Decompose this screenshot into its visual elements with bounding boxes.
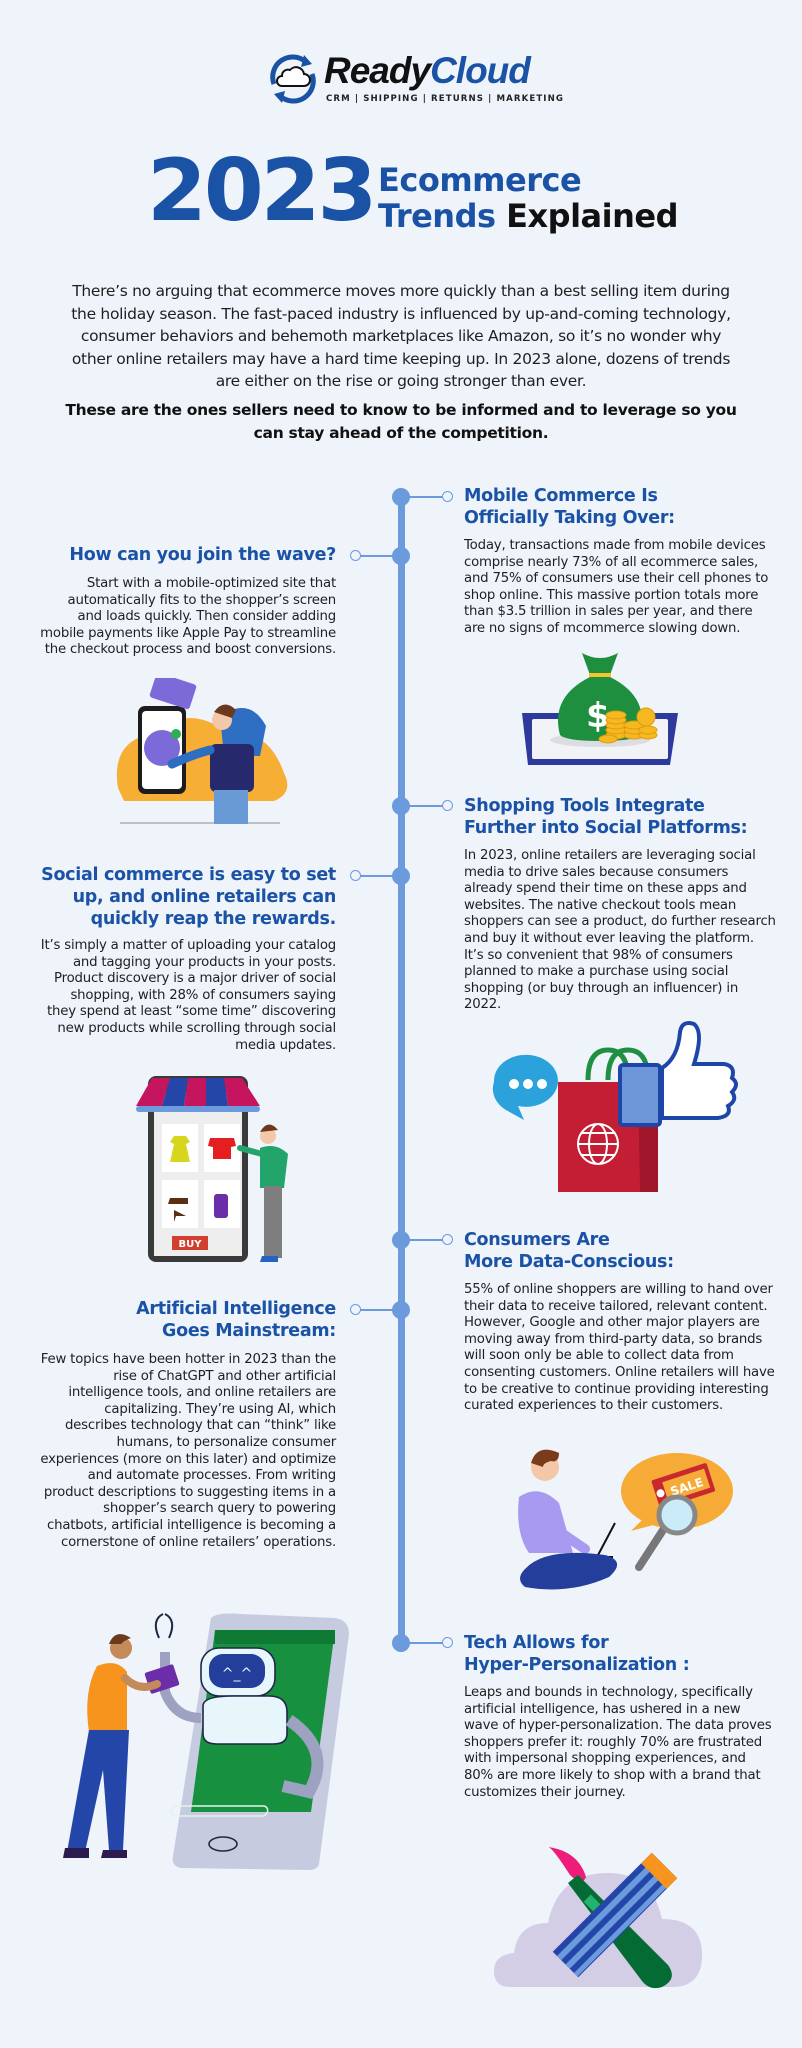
heading-line: Mobile Commerce Is [464, 486, 658, 506]
title-explained: Explained [506, 197, 678, 235]
brand-name-cloud: Cloud [430, 50, 531, 91]
pencil-brush-cloud-icon [494, 1847, 702, 1989]
timeline-node [392, 1231, 410, 1249]
heading-line: Shopping Tools Integrate [464, 796, 705, 816]
tip-heading-social-commerce: Social commerce is easy to set up, and o… [41, 865, 336, 929]
readycloud-logo: ReadyCloud CRM | SHIPPING | RETURNS | MA… [266, 50, 563, 110]
trend-heading-mobile: Mobile Commerce Is Officially Taking Ove… [464, 485, 776, 529]
tip-body-ai: Few topics have been hotter in 2023 than… [40, 1352, 336, 1550]
heading-line: Goes Mainstream: [162, 1321, 336, 1341]
brand-name-ready: Ready [324, 50, 431, 91]
timeline-marker [442, 1234, 453, 1245]
heading-line: More Data-Conscious: [464, 1252, 674, 1272]
timeline-node [392, 488, 410, 506]
timeline-marker [442, 1637, 453, 1648]
timeline-connector [358, 1309, 394, 1311]
svg-text:$: $ [586, 696, 610, 736]
trend-body-mobile: Today, transactions made from mobile dev… [464, 538, 769, 636]
title-trends: Trends [378, 197, 496, 235]
phone-storefront-icon: BUY [136, 1076, 288, 1262]
heading-line: Hyper-Personalization : [464, 1655, 690, 1675]
timeline-marker [350, 550, 361, 561]
brand-tagline: CRM | SHIPPING | RETURNS | MARKETING [326, 94, 565, 104]
trend-body-social: In 2023, online retailers are leveraging… [464, 848, 776, 1013]
timeline-connector [408, 496, 446, 498]
timeline-node [392, 547, 410, 565]
trend-heading-data: Consumers Are More Data-Conscious: [464, 1229, 776, 1273]
timeline-marker [350, 1304, 361, 1315]
tip-body-join-wave: Start with a mobile-optimized site that … [40, 576, 336, 658]
brand-name: ReadyCloud [324, 50, 531, 92]
title-line1: Ecommerce [378, 161, 582, 199]
heading-line: Artificial Intelligence [136, 1299, 336, 1319]
mobile-payment-person-icon [116, 678, 288, 824]
tip-heading-ai: Artificial Intelligence Goes Mainstream: [40, 1298, 336, 1342]
timeline-connector [358, 555, 394, 557]
timeline-connector [408, 1239, 446, 1241]
timeline-node [392, 797, 410, 815]
buy-button-label: BUY [179, 1239, 203, 1250]
timeline-node [392, 1634, 410, 1652]
trend-heading-personalization: Tech Allows for Hyper-Personalization : [464, 1632, 776, 1676]
robot-chatbot-phone-icon: ^_^ [63, 1613, 349, 1870]
money-bag-on-tablet-icon: $ [522, 653, 678, 765]
heading-line: Consumers Are [464, 1230, 610, 1250]
timeline-connector [408, 1642, 446, 1644]
timeline-connector [358, 875, 394, 877]
heading-line: Further into Social Platforms: [464, 818, 748, 838]
timeline-node [392, 1301, 410, 1319]
trend-body-personalization: Leaps and bounds in technology, specific… [464, 1685, 772, 1800]
timeline-marker [442, 800, 453, 811]
title-text: Ecommerce Trends Explained [378, 162, 678, 234]
intro-emphasis: These are the ones sellers need to know … [65, 401, 737, 442]
intro-paragraph: There’s no arguing that ecommerce moves … [71, 282, 731, 390]
timeline-connector [408, 805, 446, 807]
title-line2: Trends Explained [378, 198, 678, 234]
tip-heading-join-wave: How can you join the wave? [69, 545, 336, 565]
title-year: 2023 [147, 141, 377, 241]
svg-text:^_^: ^_^ [222, 1666, 252, 1682]
timeline-line [398, 496, 405, 1644]
trend-body-data: 55% of online shoppers are willing to ha… [464, 1282, 775, 1414]
timeline-marker [350, 870, 361, 881]
timeline-marker [442, 491, 453, 502]
social-shopping-bag-thumbs-up-icon [492, 1021, 738, 1192]
person-laptop-sale-search-icon: SALE [518, 1449, 733, 1590]
trend-heading-social: Shopping Tools Integrate Further into So… [464, 795, 776, 839]
heading-line: Tech Allows for [464, 1633, 609, 1653]
timeline-node [392, 867, 410, 885]
heading-line: Officially Taking Over: [464, 508, 675, 528]
cloud-sync-icon [270, 54, 316, 104]
tip-body-social-commerce: It’s simply a matter of uploading your c… [40, 938, 336, 1053]
